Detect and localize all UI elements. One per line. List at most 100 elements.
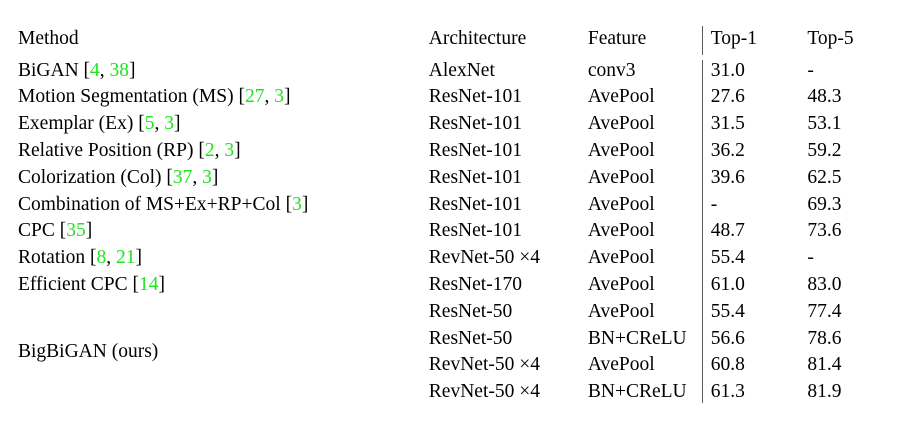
citation-link[interactable]: 4 bbox=[90, 59, 100, 81]
cell-feature: AvePool bbox=[587, 274, 655, 296]
cell-top5: 78.6 bbox=[807, 327, 842, 349]
method-name: Colorization (Col) bbox=[18, 166, 162, 188]
cell-top1: 27.6 bbox=[710, 86, 745, 108]
cell-architecture: AlexNet bbox=[428, 59, 495, 81]
cell-top5: 83.0 bbox=[807, 274, 842, 296]
cell-architecture: ResNet-101 bbox=[428, 220, 522, 242]
cell-top1: 56.6 bbox=[710, 327, 745, 349]
citation-link[interactable]: 35 bbox=[66, 220, 86, 242]
cell-feature: BN+CReLU bbox=[587, 327, 687, 349]
cell-architecture: ResNet-50 bbox=[428, 327, 513, 349]
table-row: Combination of MS+Ex+RP+Col [3]ResNet-10… bbox=[13, 191, 900, 218]
cell-top5: 69.3 bbox=[807, 193, 842, 215]
cell-top1: 36.2 bbox=[710, 140, 745, 162]
citation-link[interactable]: 3 bbox=[202, 166, 212, 188]
citation-link[interactable]: 37 bbox=[172, 166, 193, 188]
cell-top1: 61.3 bbox=[710, 381, 745, 403]
header-column-separator bbox=[702, 26, 704, 55]
table-row: Motion Segmentation (MS) [27, 3]ResNet-1… bbox=[13, 84, 900, 111]
cell-top5: 62.5 bbox=[807, 166, 842, 188]
citation-link[interactable]: 2 bbox=[204, 140, 215, 162]
cell-top1: 31.5 bbox=[710, 113, 745, 135]
method-name: Motion Segmentation (MS) bbox=[18, 86, 234, 108]
body-column-separator bbox=[702, 60, 704, 403]
cell-architecture: ResNet-101 bbox=[428, 113, 522, 135]
table-row: Colorization (Col) [37, 3] ResNet-101 AveP… bbox=[13, 164, 900, 191]
method-name: CPC bbox=[18, 220, 55, 242]
cell-architecture: ResNet-101 bbox=[428, 140, 522, 162]
cell-feature: AvePool bbox=[587, 140, 655, 162]
method-name: Rotation bbox=[18, 247, 86, 269]
cell-top5: 53.1 bbox=[807, 113, 842, 135]
cell-top1: 55.4 bbox=[710, 247, 745, 269]
citation-link[interactable]: 38 bbox=[109, 59, 130, 81]
table-row: Efficient CPC [14] ResNet-170 AvePool 61.0 8… bbox=[13, 271, 900, 298]
cell-architecture: RevNet-50 ×4 bbox=[428, 354, 540, 376]
cell-method: Colorization (Col) [37, 3] bbox=[18, 166, 219, 188]
cell-top5: 77.4 bbox=[807, 300, 842, 322]
cell-method: Rotation [8, 21] bbox=[18, 247, 143, 269]
cell-architecture: RevNet-50 ×4 bbox=[428, 247, 540, 269]
citation-link[interactable]: 3 bbox=[274, 86, 284, 108]
cell-top1: 61.0 bbox=[710, 274, 745, 296]
table-row: Relative Position (RP) [2, 3] ResNet-101 A… bbox=[13, 137, 900, 164]
column-header-top5: Top-5 bbox=[807, 27, 854, 49]
cell-architecture: ResNet-101 bbox=[428, 166, 522, 188]
cell-feature: AvePool bbox=[587, 220, 655, 242]
cell-method: Efficient CPC [14] bbox=[18, 274, 165, 296]
cell-feature: AvePool bbox=[587, 166, 655, 188]
cell-top5: 73.6 bbox=[807, 220, 842, 242]
column-header-feature: Feature bbox=[587, 27, 647, 49]
column-header-top1: Top-1 bbox=[710, 27, 757, 49]
cell-feature: AvePool bbox=[587, 113, 655, 135]
citation-link[interactable]: 8 bbox=[96, 247, 107, 269]
cell-architecture: ResNet-170 bbox=[428, 274, 522, 296]
cell-feature: AvePool bbox=[587, 354, 655, 376]
cell-top5: 59.2 bbox=[807, 140, 842, 162]
cell-method: BiGAN [4, 38] bbox=[18, 59, 136, 81]
table-row: RevNet-50 ×4 AvePool 60.8 81.4 bbox=[13, 352, 900, 379]
cell-method: Exemplar (Ex) [5, 3] bbox=[18, 113, 181, 135]
citation-link[interactable]: 14 bbox=[138, 274, 159, 296]
cell-architecture: ResNet-101 bbox=[428, 86, 522, 108]
table-row: ResNet-50 BN+CReLU 56.6 78.6 bbox=[13, 325, 900, 352]
citation-link[interactable]: 3 bbox=[292, 193, 302, 215]
method-name: Relative Position (RP) bbox=[18, 140, 194, 162]
method-name: Combination of MS+Ex+RP+Col bbox=[18, 193, 281, 215]
imagenet-results-table: Method Architecture Feature Top-1 Top-5 … bbox=[13, 20, 900, 405]
cell-top5: 81.4 bbox=[807, 354, 842, 376]
cell-top5: - bbox=[807, 59, 814, 81]
cell-top1: - bbox=[710, 193, 718, 215]
column-header-architecture: Architecture bbox=[428, 27, 527, 49]
cell-feature: AvePool bbox=[587, 247, 655, 269]
cell-feature: AvePool bbox=[587, 86, 655, 108]
header-row: Method Architecture Feature Top-1 Top-5 bbox=[13, 20, 900, 57]
citation-link[interactable]: 27 bbox=[244, 86, 265, 108]
cell-feature: BN+CReLU bbox=[587, 381, 687, 403]
citation-link[interactable]: 3 bbox=[164, 113, 174, 135]
citation-link[interactable]: 21 bbox=[116, 247, 136, 269]
citation-link[interactable]: 5 bbox=[144, 113, 155, 135]
cell-feature: AvePool bbox=[587, 193, 655, 215]
cell-top1: 48.7 bbox=[710, 220, 745, 242]
cell-top5: 48.3 bbox=[807, 86, 842, 108]
column-header-method: Method bbox=[18, 27, 79, 49]
cell-top1: 60.8 bbox=[710, 354, 745, 376]
cell-method-ours: BigBiGAN (ours) bbox=[18, 341, 159, 363]
cell-top5: - bbox=[807, 247, 814, 269]
cell-feature: AvePool bbox=[587, 300, 655, 322]
cell-feature: conv3 bbox=[587, 59, 636, 81]
table-header: Method Architecture Feature Top-1 Top-5 bbox=[13, 20, 900, 57]
cell-method: Relative Position (RP) [2, 3] bbox=[18, 140, 241, 162]
cell-top1: 39.6 bbox=[710, 166, 745, 188]
citation-link[interactable]: 3 bbox=[224, 140, 235, 162]
table-row: Exemplar (Ex) [5, 3] ResNet-101 AvePool 31.… bbox=[13, 111, 900, 138]
cell-architecture: RevNet-50 ×4 bbox=[428, 381, 540, 403]
cell-architecture: ResNet-50 bbox=[428, 300, 513, 322]
